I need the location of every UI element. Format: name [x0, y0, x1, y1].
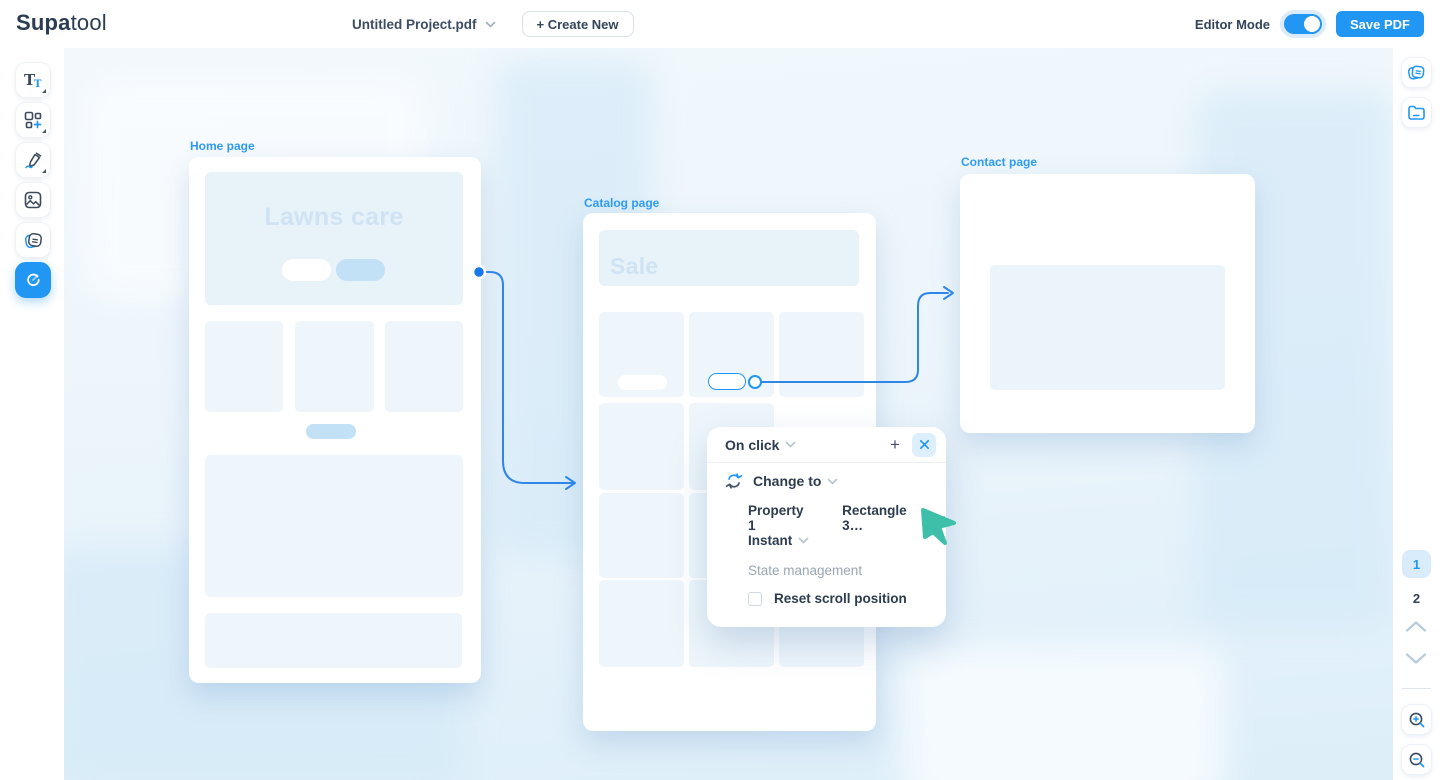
pages-icon [1407, 65, 1425, 80]
page-number: 1 [1412, 556, 1421, 572]
chevron-down-icon [786, 441, 796, 448]
sticker-icon [24, 232, 42, 248]
artboard-home[interactable]: Lawns care [189, 157, 481, 683]
toolbar-divider [1402, 688, 1431, 689]
contact-content-block[interactable] [990, 265, 1225, 390]
action-row[interactable]: Change to [725, 473, 838, 489]
artboard-contact[interactable] [960, 174, 1255, 433]
action-label: Change to [753, 473, 822, 489]
property-label: Property 1 [748, 503, 804, 533]
home-content-block[interactable] [205, 455, 463, 597]
draw-tool-button[interactable] [15, 142, 51, 178]
catalog-tile[interactable] [599, 493, 684, 578]
reset-scroll-checkbox[interactable] [748, 591, 762, 606]
toggle-knob [1304, 16, 1321, 32]
pen-icon [24, 151, 41, 168]
catalog-pill-selected[interactable] [708, 373, 746, 390]
home-footer-block[interactable] [205, 613, 462, 668]
close-popup-button[interactable] [912, 432, 936, 457]
frames-plus-icon [24, 111, 42, 129]
right-toolbar: 1 2 [1393, 48, 1440, 780]
catalog-pill[interactable] [618, 375, 667, 390]
home-hero-title: Lawns care [264, 203, 404, 231]
chevron-down-icon[interactable] [485, 21, 496, 28]
reset-scroll-label: Reset scroll position [774, 591, 907, 606]
app-logo[interactable]: Supatool [16, 10, 107, 36]
home-tile[interactable] [295, 321, 374, 412]
editor-mode-label: Editor Mode [1194, 16, 1271, 32]
catalog-hero-block[interactable]: Sale [599, 230, 859, 286]
page-down-button[interactable] [1404, 650, 1428, 666]
close-icon [919, 439, 929, 450]
chevron-down-icon [828, 478, 838, 484]
left-toolbar: T T [0, 48, 64, 780]
popup-divider [707, 462, 946, 463]
add-interaction-button[interactable]: + [890, 434, 900, 454]
home-pill[interactable] [306, 424, 356, 439]
zoom-out-icon [1409, 752, 1424, 767]
image-tool-button[interactable] [15, 182, 51, 218]
home-hero-button-2[interactable] [336, 259, 385, 281]
section-row: State management [748, 563, 862, 578]
link-tool-button[interactable] [15, 262, 51, 298]
logo-bold: Supa [16, 10, 71, 35]
zoom-out-button[interactable] [1401, 744, 1432, 775]
chevron-up-icon [1405, 620, 1427, 632]
home-hero-button-1[interactable] [282, 259, 331, 281]
chevron-down-icon [1405, 652, 1427, 664]
folder-icon [1408, 105, 1425, 120]
home-tile[interactable] [385, 321, 463, 412]
bg-patch [904, 648, 1224, 780]
text-tool-button[interactable]: T T [15, 62, 51, 98]
interaction-popup: On click + Change to [707, 427, 946, 627]
folder-panel-button[interactable] [1401, 97, 1432, 128]
timing-select[interactable]: Instant [748, 533, 793, 548]
save-pdf-button[interactable]: Save PDF [1336, 11, 1424, 37]
catalog-tile[interactable] [779, 312, 864, 397]
page-up-button[interactable] [1404, 618, 1428, 634]
tool-flyout-indicator [42, 89, 46, 93]
zoom-in-button[interactable] [1401, 704, 1432, 735]
timing-row[interactable]: Instant [748, 533, 809, 548]
catalog-hero-title: Sale [610, 253, 659, 279]
property-row[interactable]: Property 1 Rectangle 3… [748, 503, 946, 533]
top-bar: Supatool Untitled Project.pdf + Create N… [0, 0, 1440, 48]
page-number: 2 [1412, 590, 1421, 606]
text-icon: T T [24, 71, 42, 89]
pages-panel-button[interactable] [1401, 57, 1432, 88]
svg-text:T: T [24, 71, 36, 89]
catalog-tile[interactable] [599, 403, 684, 490]
image-icon [24, 191, 42, 209]
artboard-label-catalog[interactable]: Catalog page [584, 196, 660, 210]
collaborator-cursor-icon [921, 508, 956, 545]
home-hero-block[interactable]: Lawns care [205, 172, 463, 305]
home-tile[interactable] [205, 321, 283, 412]
artboard-label-contact[interactable]: Contact page [961, 155, 1038, 169]
sticker-tool-button[interactable] [15, 222, 51, 258]
project-title[interactable]: Untitled Project.pdf [352, 16, 477, 32]
svg-text:T: T [34, 79, 42, 89]
reset-scroll-row[interactable]: Reset scroll position [748, 591, 907, 606]
logo-rest: tool [70, 10, 107, 35]
section-label: State management [748, 563, 863, 578]
zoom-in-icon [1409, 712, 1424, 727]
create-new-button[interactable]: + Create New [521, 11, 634, 37]
page-thumb-1[interactable]: 1 [1402, 550, 1431, 578]
tool-flyout-indicator [42, 129, 46, 133]
property-value-select[interactable]: Rectangle 3… [842, 503, 907, 533]
editor-mode-toggle[interactable] [1284, 14, 1323, 34]
page-thumb-2[interactable]: 2 [1402, 584, 1431, 612]
tool-flyout-indicator [42, 169, 46, 173]
trigger-select[interactable]: On click [725, 436, 780, 453]
artboard-label-home[interactable]: Home page [190, 139, 255, 153]
popup-header: On click + [707, 427, 946, 462]
swap-arrows-icon [725, 473, 743, 489]
chevron-down-icon [798, 537, 809, 544]
link-icon [27, 273, 40, 286]
add-frame-tool-button[interactable] [15, 102, 51, 138]
catalog-tile[interactable] [599, 580, 684, 667]
